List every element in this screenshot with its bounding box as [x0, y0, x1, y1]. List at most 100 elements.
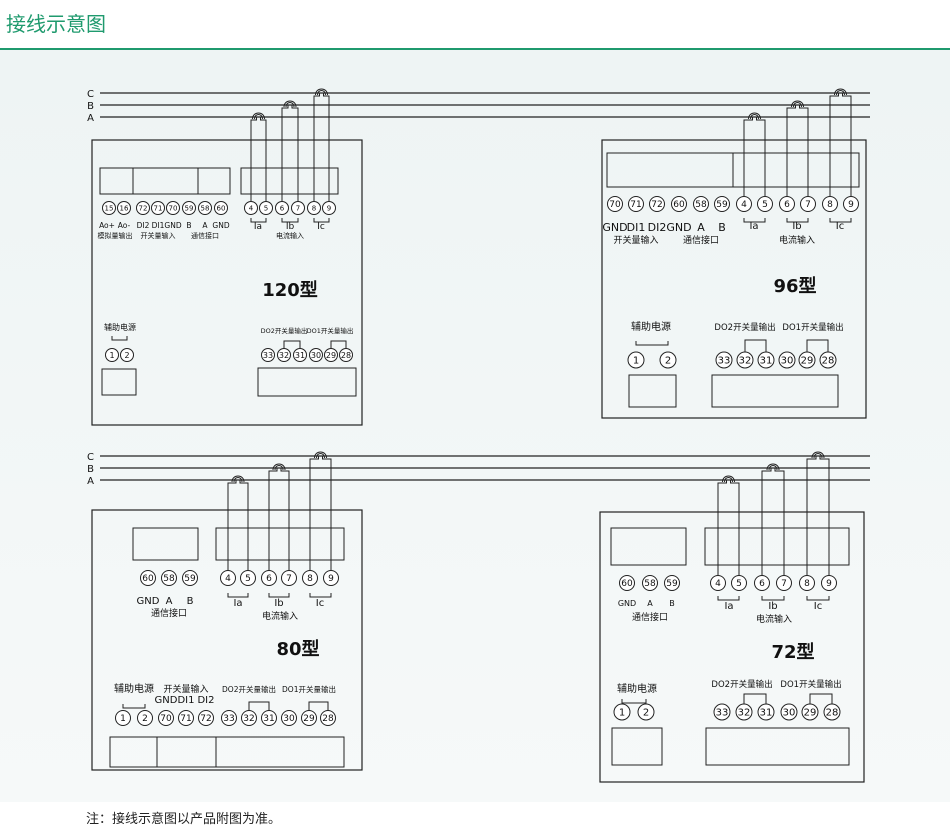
meter-120-ct-a-wire-l — [250, 117, 257, 201]
meter-96-terminal-71-label: 71 — [630, 200, 641, 210]
meter-120-terminal-60 — [214, 201, 228, 215]
meter-120-term-label: Ao+ — [99, 221, 115, 230]
meter-96-terminal-8-label: 8 — [827, 200, 833, 210]
meter-96-terminal-30 — [778, 351, 796, 369]
bottom-phase-label-C: C — [87, 452, 94, 463]
meter-120-terminal-58 — [198, 201, 212, 215]
meter-96-terminal-5 — [757, 196, 773, 212]
meter-120-term-label: GND — [212, 221, 229, 230]
meter-120-term-label: A — [202, 221, 208, 230]
meter-72-aux-label: 辅助电源 — [617, 682, 657, 695]
meter-80-terminal-59 — [182, 570, 198, 586]
meter-120-power-block — [101, 368, 137, 396]
meter-80-switch-term-label: DI2 — [197, 695, 214, 706]
meter-80-terminal-29-label: 29 — [303, 714, 315, 724]
meter-120-terminal-15 — [102, 201, 116, 215]
meter-96-ct-c-coil — [834, 88, 847, 96]
meter-120-term-label: GND — [164, 221, 181, 230]
meter-72-bracket-a — [717, 596, 740, 601]
meter-72-terminal-9-label: 9 — [826, 579, 832, 589]
top-phase-label-C: C — [87, 89, 94, 100]
meter-120-case — [91, 139, 363, 426]
meter-120-terminal-59 — [182, 201, 196, 215]
meter-120-ct-a-coil-inner — [254, 114, 263, 120]
meter-120-terminal-29-label: 29 — [326, 351, 336, 360]
meter-80-terminal-9 — [323, 570, 339, 586]
meter-96-term-label: DI1 — [627, 221, 646, 234]
meter-80-ic: Ic — [316, 598, 324, 609]
meter-96-power-block — [628, 374, 677, 408]
meter-72-block-comm — [610, 527, 687, 566]
meter-72-ib: Ib — [768, 601, 777, 612]
meter-120-do2-label: DO2开关量输出 — [261, 326, 308, 335]
meter-96-ct-c-wire-l — [829, 93, 839, 196]
meter-120-terminal-1 — [105, 348, 119, 362]
meter-120-terminal-70 — [166, 201, 180, 215]
meter-96-terminal-9-label: 9 — [848, 200, 854, 210]
meter-120-bracket-c — [313, 218, 330, 223]
meter-80-power-block — [109, 736, 158, 768]
meter-80-terminal-28-label: 28 — [322, 714, 334, 724]
meter-120-terminal-72-label: 72 — [139, 205, 148, 213]
meter-120-terminal-5 — [259, 201, 273, 215]
meter-96-terminal-9 — [843, 196, 859, 212]
meter-120-ct-c-coil-inner — [317, 90, 326, 96]
meter-96-do1-bracket — [806, 339, 829, 352]
meter-120-terminal-58-label: 58 — [201, 205, 210, 213]
bottom-phase-label-A: A — [87, 476, 94, 487]
meter-72-terminal-1 — [613, 703, 631, 721]
meter-120-terminal-71-label: 71 — [154, 205, 163, 213]
meter-96-ct-a-wire-r — [756, 117, 766, 196]
meter-96-ic: Ic — [836, 221, 844, 232]
meter-120-terminal-9 — [322, 201, 336, 215]
meter-96-terminal-33 — [715, 351, 733, 369]
meter-120-ic: Ic — [317, 222, 325, 232]
meter-120-model: 120型 — [262, 279, 318, 301]
meter-80-terminal-70-label: 70 — [160, 714, 172, 724]
meter-72-bracket-c — [806, 596, 830, 601]
meter-80-model: 80型 — [276, 638, 319, 660]
meter-72-terminal-1-label: 1 — [619, 708, 625, 719]
meter-72-terminal-28-label: 28 — [826, 708, 839, 719]
meter-80-bracket-c — [309, 593, 332, 598]
meter-120-terminal-2 — [120, 348, 134, 362]
meter-120-terminal-4 — [244, 201, 258, 215]
meter-72-ct-b-wire-r — [774, 468, 785, 575]
meter-120-terminal-30 — [309, 348, 323, 362]
meter-80-terminal-72-label: 72 — [200, 714, 211, 724]
meter-96-bracket-b — [786, 218, 809, 223]
meter-80-ct-c-wire-l — [309, 456, 319, 570]
meter-72-terminal-30-label: 30 — [783, 708, 796, 719]
meter-80-aux-label: 辅助电源 — [114, 682, 154, 695]
meter-72-do1-label: DO1开关量输出 — [780, 679, 841, 690]
meter-120-terminal-8 — [307, 201, 321, 215]
meter-80-terminal-1 — [115, 710, 131, 726]
meter-120-terminal-6-label: 6 — [280, 205, 285, 213]
meter-120-ia: Ia — [254, 222, 262, 232]
meter-96-ct-b-coil-inner — [793, 102, 802, 108]
meter-72-terminal-6-label: 6 — [759, 579, 765, 589]
meter-72-terminal-5-label: 5 — [736, 579, 742, 589]
meter-96-terminal-31-label: 31 — [760, 356, 773, 367]
meter-72-terminal-60 — [619, 575, 635, 591]
meter-120-bracket-a — [250, 218, 267, 223]
meter-72-terminal-31-label: 31 — [760, 708, 773, 719]
meter-72-ct-a-coil-inner — [724, 477, 733, 483]
meter-120-do1-label: DO1开关量输出 — [307, 326, 354, 335]
meter-80-ct-b-coil-inner — [274, 465, 284, 471]
meter-120-term-label: Ao- — [118, 221, 131, 230]
meter-96-terminal-59 — [714, 196, 730, 212]
meter-80-group-comm: 通信接口 — [151, 607, 187, 619]
meter-96-ia: Ia — [749, 221, 758, 232]
meter-120-term-label: DI1 — [152, 221, 165, 230]
meter-120-terminal-7 — [291, 201, 305, 215]
meter-120-terminal-32-label: 32 — [279, 351, 289, 360]
meter-96-terminal-2 — [659, 351, 677, 369]
meter-80-do1-bracket — [308, 701, 329, 711]
meter-80-block-current — [215, 527, 345, 561]
meter-96-ct-b-wire-l — [786, 105, 796, 196]
meter-120-terminal-1-label: 1 — [109, 351, 114, 360]
footnote: 注：接线示意图以产品附图为准。 — [86, 812, 282, 827]
meter-80-switch-label: 开关量输入 — [163, 683, 208, 695]
